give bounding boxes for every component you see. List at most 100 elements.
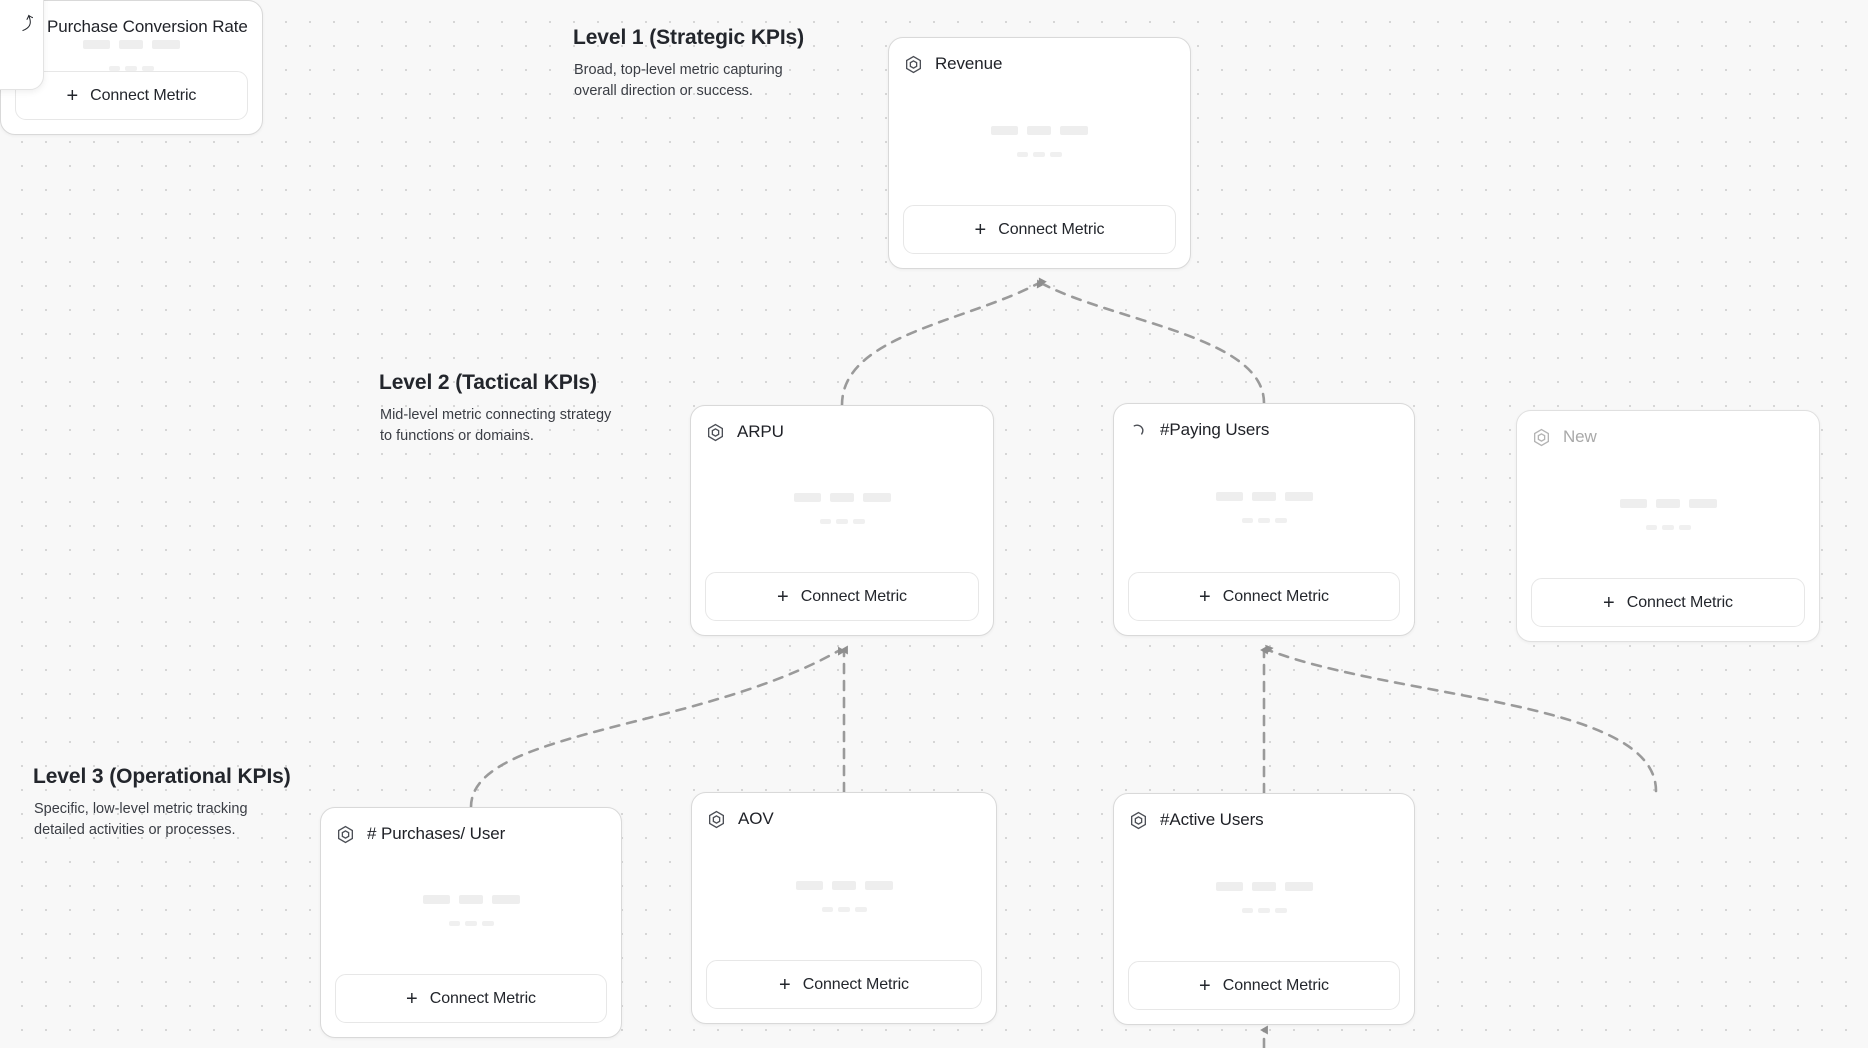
card-title: New <box>1563 427 1597 446</box>
connect-metric-button[interactable]: + Connect Metric <box>1128 961 1400 1010</box>
skeleton-bar <box>464 921 477 926</box>
skeleton-bar <box>1661 524 1674 530</box>
level-label-1: Level 1 (Strategic KPIs) Broad, top-leve… <box>573 26 818 102</box>
card-skeleton-body <box>1128 443 1400 572</box>
skeleton-bar <box>124 66 137 71</box>
level-description: Broad, top-level metric capturing overal… <box>574 62 783 100</box>
skeleton-bar <box>481 921 494 926</box>
card-title: ARPU <box>737 422 784 441</box>
hexagon-metric-icon <box>706 809 727 830</box>
plus-icon: + <box>777 585 789 608</box>
level-label-3: Level 3 (Operational KPIs) Specific, low… <box>33 765 291 841</box>
skeleton-bar <box>1050 151 1062 157</box>
skeleton-bar <box>1274 907 1287 913</box>
skeleton-bar <box>82 40 110 49</box>
connect-metric-button[interactable]: + Connect Metric <box>15 71 248 120</box>
card-skeleton-body <box>335 847 607 974</box>
edge-purchases-to-arpu <box>469 646 846 809</box>
hexagon-metric-icon <box>903 54 924 75</box>
level-label-2: Level 2 (Tactical KPIs) Mid-level metric… <box>379 371 624 447</box>
card-title: #Paying Users <box>1160 420 1270 439</box>
floating-toolbar-panel[interactable]: ⤴ <box>0 0 44 90</box>
skeleton-bar <box>991 125 1018 135</box>
skeleton-bar <box>819 519 831 524</box>
skeleton-row-primary <box>1215 881 1313 891</box>
metric-card-arpu[interactable]: ARPU + Connect Metric <box>690 405 994 636</box>
connect-metric-label: Connect Metric <box>1222 587 1329 605</box>
skeleton-bar <box>829 493 854 502</box>
level-description: Mid-level metric connecting strategy to … <box>380 407 612 445</box>
loading-spinner-icon <box>1128 420 1149 441</box>
skeleton-bar <box>491 895 520 904</box>
skeleton-bar <box>108 66 120 71</box>
connect-metric-label: Connect Metric <box>429 989 536 1007</box>
skeleton-row-secondary <box>1645 524 1691 530</box>
skeleton-bar <box>1033 151 1045 157</box>
card-skeleton-body <box>903 77 1176 205</box>
skeleton-bar <box>852 519 865 524</box>
skeleton-bar <box>1241 518 1253 523</box>
metric-card-active-users[interactable]: #Active Users + Connect Metric <box>1113 793 1415 1025</box>
skeleton-bar <box>1251 881 1276 891</box>
metric-card-aov[interactable]: AOV + Connect Metric <box>691 792 997 1024</box>
skeleton-bar <box>1645 524 1657 530</box>
skeleton-row-primary <box>422 895 520 904</box>
connect-metric-label: Connect Metric <box>90 86 197 104</box>
skeleton-bar <box>1274 518 1287 523</box>
plus-icon: + <box>779 973 791 996</box>
skeleton-bar <box>1619 498 1647 508</box>
edge-arpu-to-revenue <box>840 279 1045 407</box>
card-header: #Active Users <box>1128 807 1400 833</box>
connect-metric-button[interactable]: + Connect Metric <box>1128 572 1400 621</box>
card-skeleton-body <box>1531 450 1805 578</box>
card-skeleton-body <box>705 445 979 572</box>
skeleton-bar <box>1215 881 1243 891</box>
skeleton-row-secondary <box>1017 151 1062 157</box>
skeleton-bar <box>831 880 856 890</box>
plus-icon: + <box>974 218 987 241</box>
skeleton-bar <box>1027 125 1051 135</box>
card-header: AOV <box>706 806 982 832</box>
skeleton-row-secondary <box>1241 907 1287 913</box>
level-title: Level 3 (Operational KPIs) <box>33 765 291 788</box>
metric-card-paying-users[interactable]: #Paying Users + Connect Metric <box>1113 403 1415 636</box>
metric-card-purchases-per-user[interactable]: # Purchases/ User + Connect Metric <box>320 807 622 1038</box>
connect-metric-label: Connect Metric <box>1626 593 1733 611</box>
skeleton-bar <box>1251 492 1276 501</box>
skeleton-bar <box>151 40 180 49</box>
card-title: AOV <box>738 809 774 828</box>
connect-metric-button[interactable]: + Connect Metric <box>903 205 1176 254</box>
metric-card-revenue[interactable]: Revenue + Connect Metric <box>888 37 1191 269</box>
skeleton-bar <box>821 906 833 912</box>
skeleton-row-secondary <box>821 906 867 912</box>
skeleton-row-primary <box>82 40 180 49</box>
skeleton-bar <box>1241 907 1253 913</box>
plus-icon: + <box>406 987 418 1010</box>
card-header: #Paying Users <box>1128 417 1400 443</box>
metric-card-new[interactable]: New + Connect Metric <box>1516 410 1820 642</box>
skeleton-row-primary <box>1619 498 1717 508</box>
connect-metric-label: Connect Metric <box>1222 976 1329 994</box>
skeleton-bar <box>1017 151 1028 157</box>
edge-paying-users-to-revenue <box>1038 277 1266 405</box>
skeleton-bar <box>837 906 850 912</box>
hexagon-metric-icon <box>705 422 726 443</box>
connect-metric-button[interactable]: + Connect Metric <box>335 974 607 1023</box>
plus-icon: + <box>1199 585 1211 608</box>
skeleton-row-secondary <box>448 921 494 926</box>
card-skeleton-body <box>706 832 982 960</box>
card-skeleton-body <box>15 40 248 71</box>
connect-metric-label: Connect Metric <box>802 975 909 993</box>
connect-metric-button[interactable]: + Connect Metric <box>705 572 979 621</box>
skeleton-bar <box>1215 492 1243 501</box>
card-title: Purchase Conversion Rate <box>47 17 248 36</box>
skeleton-row-secondary <box>819 519 865 524</box>
connect-metric-button[interactable]: + Connect Metric <box>1531 578 1805 627</box>
hexagon-metric-icon <box>335 824 356 845</box>
connect-metric-button[interactable]: + Connect Metric <box>706 960 982 1009</box>
card-skeleton-body <box>1128 833 1400 961</box>
skeleton-bar <box>862 493 891 502</box>
plus-icon: + <box>66 84 79 107</box>
skeleton-bar <box>793 493 821 502</box>
